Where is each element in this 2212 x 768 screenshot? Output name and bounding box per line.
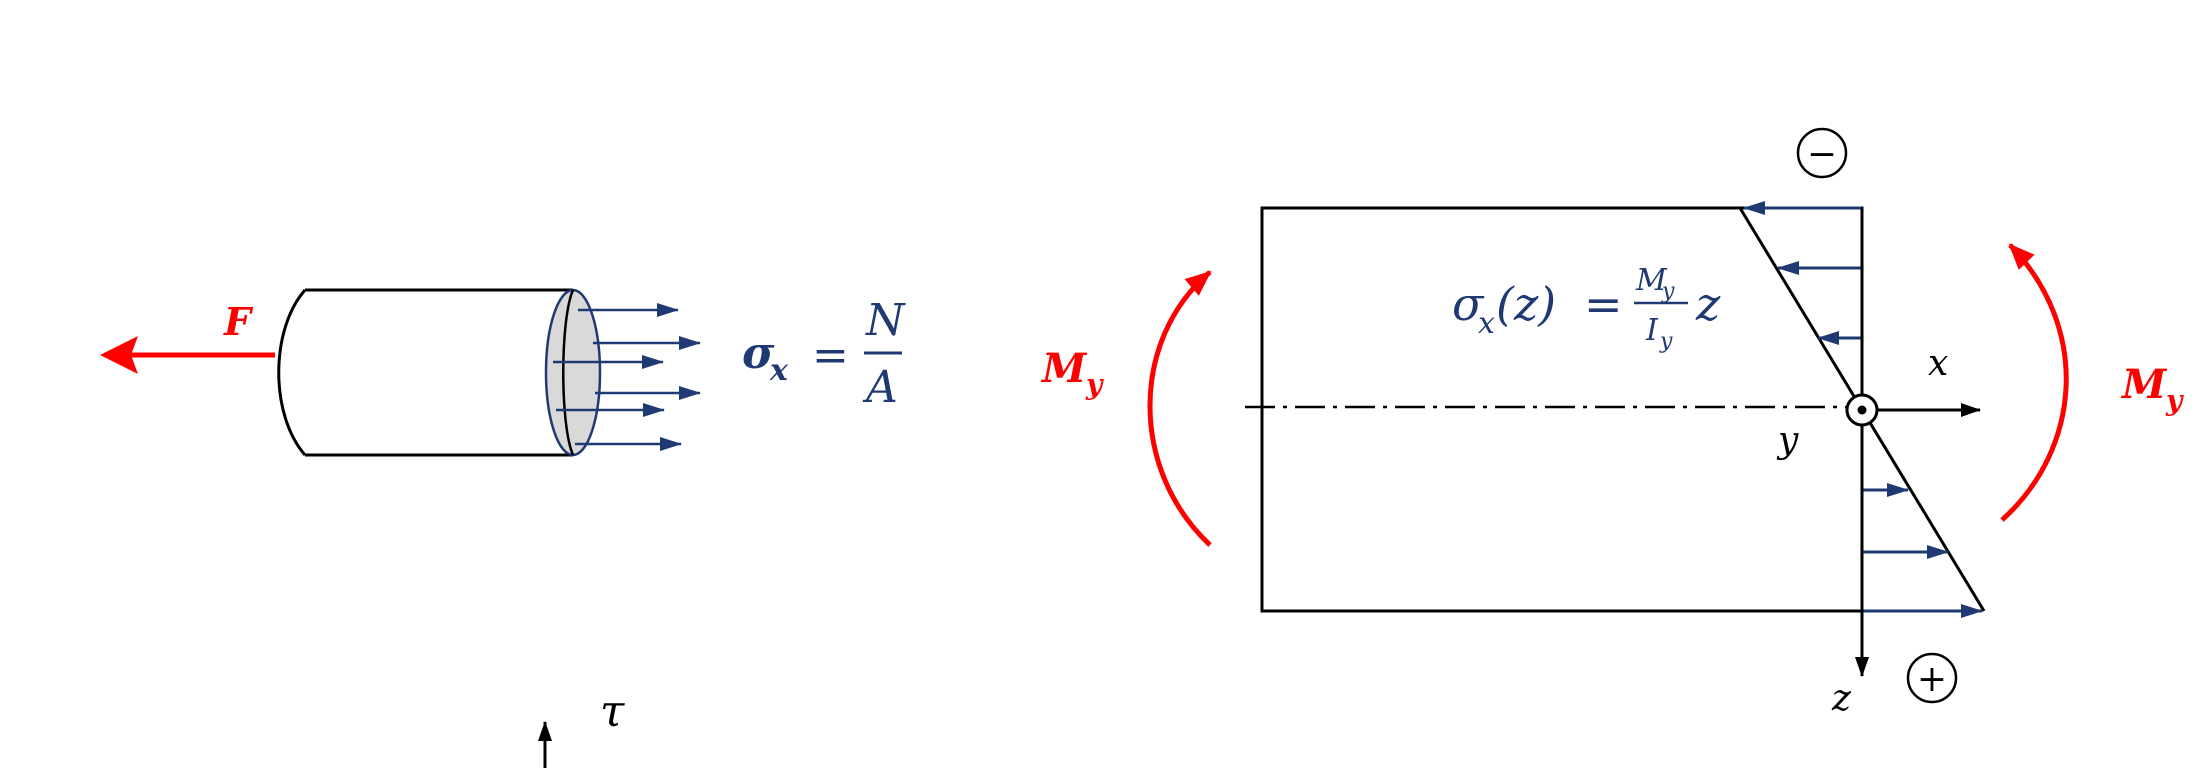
svg-text:σ: σ <box>1452 277 1485 331</box>
svg-text:M: M <box>1635 263 1668 298</box>
cylinder <box>277 288 602 457</box>
svg-text:+: + <box>1917 659 1947 700</box>
cross-section <box>544 288 602 457</box>
moment-arrow-left <box>1147 270 1212 547</box>
y-axis-symbol <box>1845 393 1879 427</box>
svg-text:y: y <box>2165 384 2184 417</box>
svg-text:y: y <box>1085 368 1104 401</box>
svg-text:=: = <box>1584 277 1623 331</box>
axis-y-label: y <box>1776 420 1799 461</box>
svg-text:z: z <box>1695 277 1721 331</box>
svg-text:σ: σ <box>742 328 775 379</box>
svg-text:=: = <box>812 330 849 381</box>
axis-z-label: z <box>1831 678 1852 719</box>
shear-panel: τ <box>538 686 625 768</box>
force-arrow <box>100 336 275 374</box>
axial-stress-arrows <box>553 303 701 451</box>
tension-sign: + <box>1906 652 1958 704</box>
bending-panel: x y z − + σ x (z) = M y I y z <box>1040 127 2184 719</box>
bending-stress-formula: σ x (z) = M y I y z <box>1452 263 1721 354</box>
axial-panel: F σ x = N A <box>100 288 906 457</box>
svg-text:x: x <box>1478 306 1495 341</box>
svg-text:(z): (z) <box>1496 277 1556 331</box>
moment-label-right: M y <box>2120 361 2184 417</box>
svg-text:N: N <box>865 295 906 346</box>
svg-text:x: x <box>769 353 789 388</box>
compression-arrows <box>1743 201 1861 345</box>
beam <box>1260 206 1864 613</box>
axial-stress-formula: σ x = N A <box>742 295 906 413</box>
axis-x-label: x <box>1928 343 1948 384</box>
svg-text:y: y <box>1659 329 1673 354</box>
svg-text:M: M <box>2120 361 2168 408</box>
svg-text:y: y <box>1661 279 1675 304</box>
svg-text:I: I <box>1645 313 1659 348</box>
moment-arrow-right <box>2000 243 2069 522</box>
force-label: F <box>223 299 254 344</box>
moment-label-left: M y <box>1040 345 1104 401</box>
svg-text:A: A <box>862 362 898 413</box>
tension-arrows <box>1862 483 1983 618</box>
svg-text:M: M <box>1040 345 1088 392</box>
svg-text:−: − <box>1807 134 1837 175</box>
compression-sign: − <box>1796 127 1848 179</box>
tau-axis-label: τ <box>600 686 625 737</box>
